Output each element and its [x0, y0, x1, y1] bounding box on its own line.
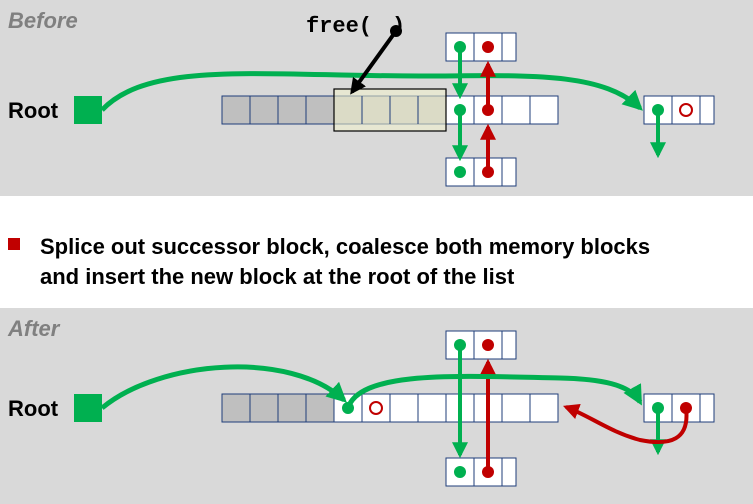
after-succ-link: [452, 339, 468, 478]
free-call-label: free(): [306, 14, 405, 39]
caption-bullet: [8, 238, 20, 250]
before-root-link-arrow: [100, 71, 643, 112]
after-root-label: Root: [8, 396, 59, 421]
caption-line-2: and insert the new block at the root of …: [40, 264, 515, 289]
before-right-block-pointers: [650, 103, 693, 159]
after-pred-link: [480, 339, 496, 478]
before-pred-links: [480, 41, 496, 178]
after-right-pred-arrow: [563, 404, 689, 445]
after-root-link-arrow: [100, 364, 347, 410]
new-block-succ-arrow: [345, 373, 643, 409]
free-pointer-arrow: [350, 29, 398, 95]
after-heap-row: [221, 393, 559, 423]
caption-line-1: Splice out successor block, coalesce bot…: [40, 234, 651, 259]
before-root-pointer: [74, 96, 102, 124]
after-root-pointer: [74, 394, 102, 422]
after-label: After: [8, 316, 60, 341]
caption-text: Splice out successor block, coalesce bot…: [40, 232, 740, 292]
new-block-pred-null: [369, 401, 383, 415]
before-succ-links: [452, 41, 468, 178]
before-root-label: Root: [8, 98, 59, 123]
before-label: Before: [8, 8, 78, 33]
